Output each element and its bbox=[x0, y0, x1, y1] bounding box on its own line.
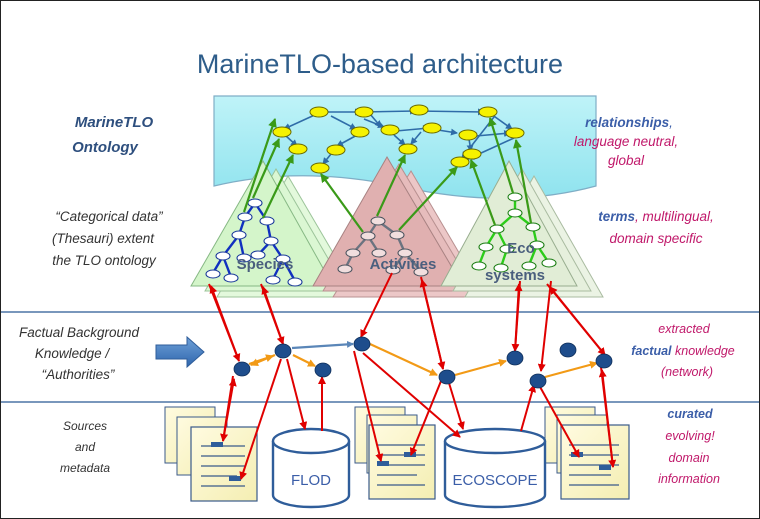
svg-text:terms, multilingual,: terms, multilingual, bbox=[598, 209, 714, 224]
thesaurus-ontology-links bbox=[242, 117, 533, 233]
information-label: information bbox=[658, 472, 720, 486]
network-label: (network) bbox=[661, 365, 713, 379]
flod-label: FLOD bbox=[291, 472, 331, 489]
flod-database bbox=[271, 427, 351, 509]
categorical-label-line2: (Thesauri) extent bbox=[52, 231, 155, 246]
sources-label-line2: and bbox=[75, 440, 95, 454]
domain-label: domain bbox=[669, 451, 710, 465]
ecoscope-label: ECOSCOPE bbox=[452, 472, 537, 489]
terms-label: terms bbox=[598, 209, 635, 224]
language-neutral-label: language neutral, bbox=[574, 134, 678, 149]
svg-text:factual knowledge: factual knowledge bbox=[631, 344, 735, 358]
ontology-nodes bbox=[272, 104, 525, 174]
ecosystems-label-line2: systems bbox=[485, 267, 545, 284]
evolving-label: evolving! bbox=[665, 429, 715, 443]
sources-label-line3: metadata bbox=[60, 461, 110, 475]
provenance-links bbox=[208, 272, 617, 480]
species-label: Species bbox=[237, 256, 294, 273]
factual-label-line2: Knowledge / bbox=[35, 346, 111, 361]
ecoscope-database bbox=[443, 427, 547, 509]
activities-label: Activities bbox=[370, 256, 437, 273]
sources-label-line1: Sources bbox=[63, 419, 107, 433]
factual-flow-arrow bbox=[155, 335, 205, 369]
ontology-label-line2: Ontology bbox=[72, 139, 138, 156]
page-title: MarineTLO-based architecture bbox=[197, 49, 563, 79]
factual-knowledge-label-bold: factual bbox=[631, 344, 672, 358]
document-stack-2 bbox=[354, 406, 436, 500]
ecosystems-nodes bbox=[471, 192, 557, 273]
multilingual-label: , multilingual, bbox=[635, 209, 714, 224]
relationships-label: relationships bbox=[585, 115, 670, 130]
categorical-label-line1: “Categorical data” bbox=[55, 209, 163, 224]
relationships-comma: , bbox=[669, 115, 673, 130]
global-label: global bbox=[608, 153, 645, 168]
ontology-label-line1: MarineTLO bbox=[75, 114, 154, 131]
extracted-label: extracted bbox=[658, 322, 710, 336]
domain-specific-label: domain specific bbox=[609, 231, 702, 246]
factual-label-line1: Factual Background bbox=[19, 325, 140, 340]
factual-knowledge-label-rest: knowledge bbox=[672, 344, 735, 358]
document-stack-1 bbox=[164, 406, 258, 502]
factual-label-line3: “Authorities” bbox=[42, 367, 115, 382]
factual-network-links bbox=[248, 340, 598, 379]
svg-text:relationships,: relationships, bbox=[585, 115, 673, 130]
activities-nodes bbox=[337, 216, 429, 277]
ecosystems-label-line1: Eco bbox=[507, 240, 535, 257]
document-stack-3 bbox=[544, 406, 630, 500]
categorical-label-line3: the TLO ontology bbox=[52, 253, 157, 268]
factual-nodes bbox=[233, 336, 613, 389]
species-nodes bbox=[205, 198, 303, 287]
curated-label: curated bbox=[667, 407, 713, 421]
